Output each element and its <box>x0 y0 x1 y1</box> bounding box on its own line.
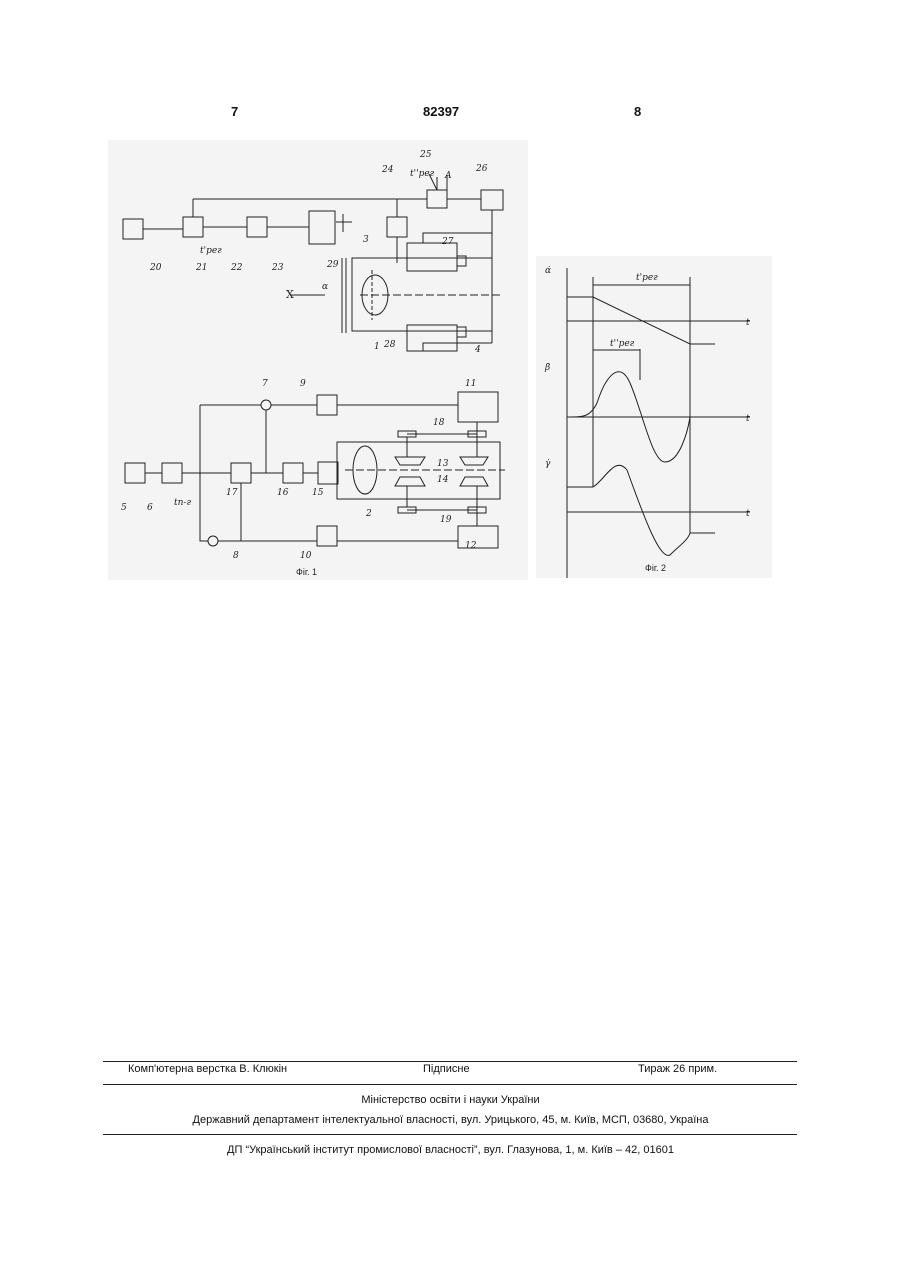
label-x: X <box>286 288 294 301</box>
label-t-reg2: t''рег <box>410 169 435 179</box>
footer-department: Державний департамент інтелектуальної вл… <box>0 1114 901 1126</box>
label-t-reg1-fig2: t'рег <box>636 273 658 283</box>
label-3: 3 <box>363 235 369 245</box>
fig2-caption: Фіг. 2 <box>645 563 666 573</box>
label-15: 15 <box>312 488 324 498</box>
label-t-1: t <box>746 318 750 328</box>
label-24: 24 <box>381 165 394 175</box>
label-17: 17 <box>226 488 238 498</box>
label-10: 10 <box>300 551 312 561</box>
label-t-3: t <box>746 509 750 519</box>
label-13: 13 <box>437 459 449 469</box>
figure-drawings: 20 21 22 23 29 3 24 25 26 27 1 28 4 t'ре… <box>0 0 901 600</box>
label-6: 6 <box>147 503 153 513</box>
label-23: 23 <box>271 263 284 273</box>
label-a: A <box>444 171 452 181</box>
label-beta-dot: β̇ <box>544 363 550 373</box>
footer-rule-top <box>103 1061 797 1062</box>
label-12: 12 <box>465 541 477 551</box>
label-gamma-dot: γ̇ <box>545 459 551 469</box>
label-18: 18 <box>433 418 445 428</box>
label-t-pr: tп-г <box>174 498 191 508</box>
label-t-reg2-fig2: t''рег <box>610 339 635 349</box>
label-29: 29 <box>326 260 339 270</box>
fig1-background <box>108 140 528 580</box>
footer-rule-middle <box>103 1084 797 1085</box>
label-28: 28 <box>383 340 396 350</box>
footer-circulation: Тираж 26 прим. <box>638 1063 717 1075</box>
fig1-caption: Фіг. 1 <box>296 567 317 577</box>
label-20: 20 <box>149 263 162 273</box>
label-21: 21 <box>195 263 207 273</box>
footer-subscription: Підписне <box>423 1063 470 1075</box>
label-alpha-dot: α̇ <box>545 266 551 276</box>
label-2: 2 <box>365 509 372 519</box>
label-alpha: α <box>322 282 328 292</box>
footer-ministry: Міністерство освіти і науки України <box>0 1094 901 1106</box>
label-1: 1 <box>374 342 380 352</box>
label-9: 9 <box>300 379 306 389</box>
label-5: 5 <box>121 503 127 513</box>
footer-institute: ДП “Український інститут промислової вла… <box>0 1144 901 1156</box>
label-11: 11 <box>465 379 476 389</box>
label-8: 8 <box>233 551 239 561</box>
label-22: 22 <box>230 263 243 273</box>
label-t-2: t <box>746 414 750 424</box>
label-7: 7 <box>262 379 268 389</box>
label-25: 25 <box>419 150 432 160</box>
footer-typesetting: Комп'ютерна верстка В. Клюкін <box>128 1063 287 1075</box>
label-14: 14 <box>437 475 449 485</box>
label-t-reg1: t'рег <box>200 246 222 256</box>
label-16: 16 <box>277 488 289 498</box>
label-27: 27 <box>441 237 454 247</box>
footer-rule-bottom <box>103 1134 797 1135</box>
label-26: 26 <box>475 164 488 174</box>
label-4: 4 <box>474 345 481 355</box>
label-19: 19 <box>440 515 452 525</box>
